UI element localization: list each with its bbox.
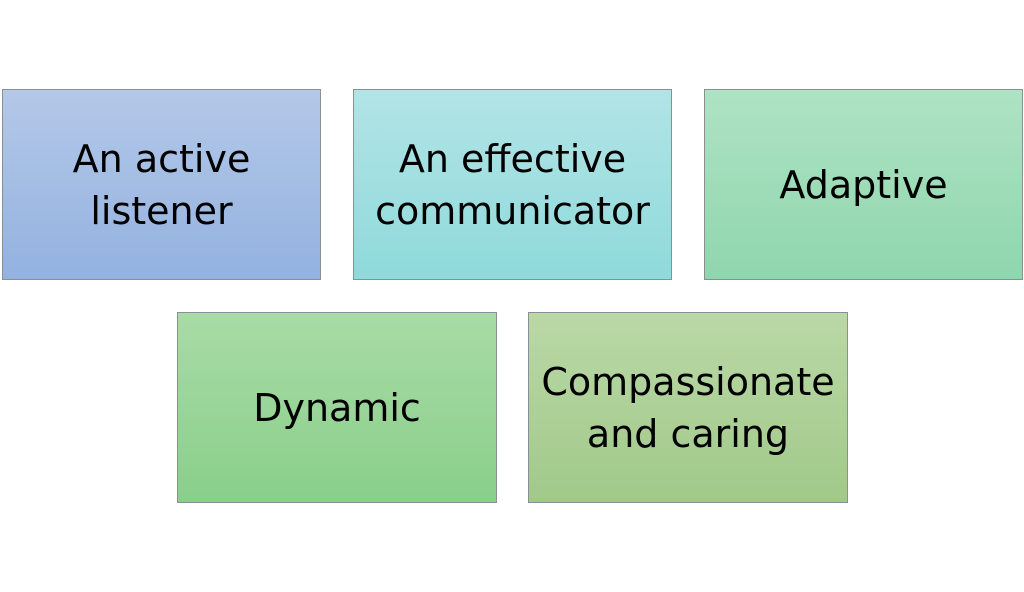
- quality-box-adaptive: Adaptive: [704, 89, 1023, 280]
- quality-box-dynamic: Dynamic: [177, 312, 497, 503]
- quality-box-active-listener: An active listener: [2, 89, 321, 280]
- quality-label: An effective communicator: [375, 136, 650, 233]
- quality-label: Dynamic: [253, 385, 421, 430]
- quality-box-effective-communicator: An effective communicator: [353, 89, 672, 280]
- quality-label: Adaptive: [779, 162, 948, 207]
- quality-label: Compassionate and caring: [541, 359, 835, 456]
- quality-box-compassionate-caring: Compassionate and caring: [528, 312, 848, 503]
- quality-label: An active listener: [72, 136, 251, 233]
